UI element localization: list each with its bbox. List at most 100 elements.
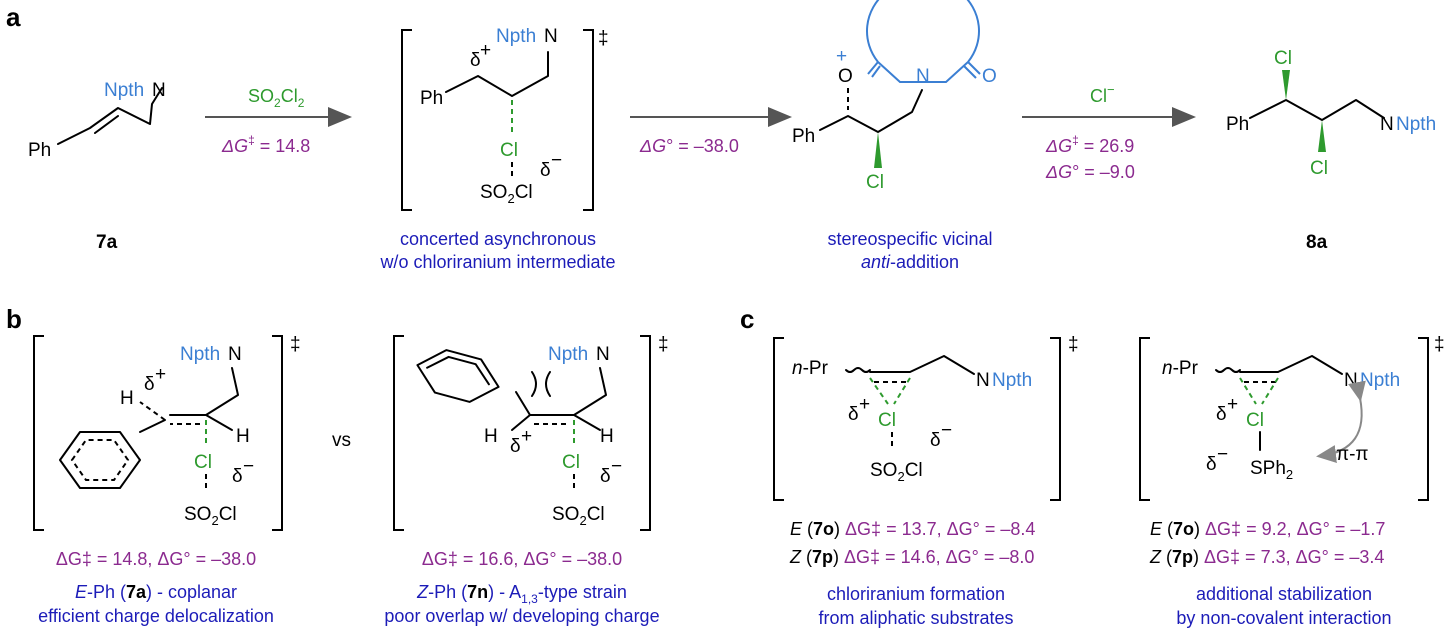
- arrow2-energy: ΔG° = –38.0: [639, 136, 739, 156]
- dagger-symbol: ‡: [290, 334, 301, 355]
- dagger-symbol: ‡: [658, 334, 669, 355]
- plus-label: +: [155, 364, 166, 385]
- reagent-chloride: Cl−: [1090, 82, 1115, 106]
- n-label: N: [152, 80, 166, 101]
- ph-label: Ph: [420, 88, 443, 109]
- int-caption-line1: stereospecific vicinal: [827, 229, 992, 249]
- dagger-symbol: ‡: [1068, 334, 1079, 355]
- n-label: N: [596, 344, 610, 365]
- n-label: N: [976, 370, 990, 391]
- delta-label: δ: [1206, 454, 1217, 475]
- plus-label: +: [1227, 394, 1238, 415]
- panel-label-c: c: [740, 304, 754, 334]
- right-c-z: Z (7p) ΔG‡ = 7.3, ΔG° = –3.4: [1149, 547, 1384, 567]
- left-c-caption-2: from aliphatic substrates: [818, 608, 1013, 628]
- plus-label: +: [521, 426, 532, 447]
- compound-7a-label: 7a: [96, 232, 118, 253]
- vs-label: vs: [332, 430, 351, 451]
- compound-8a-label: 8a: [1306, 232, 1328, 253]
- n-label: N: [1380, 114, 1394, 135]
- reagent-so2cl2: SO2Cl2: [248, 86, 305, 110]
- minus-label: −: [551, 150, 562, 171]
- delta-label: δ: [510, 436, 521, 457]
- npth-label: Npth: [496, 26, 536, 47]
- n-label: N: [544, 26, 558, 47]
- npth-label: Npth: [180, 344, 220, 365]
- int-caption-line2: anti-addition: [861, 252, 959, 272]
- right-b-caption-1: Z-Ph (7n) - A1,3-type strain: [416, 582, 627, 606]
- left-b-caption-2: efficient charge delocalization: [38, 606, 274, 626]
- h-label: H: [120, 388, 134, 409]
- cl-label-top: Cl: [1274, 48, 1292, 69]
- ph-label: Ph: [792, 126, 815, 147]
- transition-state-a: ‡ Ph δ + Npth N Cl SO2Cl δ −: [401, 26, 609, 211]
- right-c-e: E (7o) ΔG‡ = 9.2, ΔG° = –1.7: [1150, 519, 1385, 539]
- left-b-energy: ΔG‡ = 14.8, ΔG° = –38.0: [56, 549, 256, 569]
- panel-label-a: a: [6, 2, 21, 32]
- delta-label: δ: [470, 50, 481, 71]
- delta-label: δ: [848, 404, 859, 425]
- delta-label: δ: [540, 160, 551, 181]
- oxonium-o: O: [838, 66, 853, 87]
- ph-label: Ph: [1226, 114, 1249, 135]
- delta-label: δ: [930, 430, 941, 451]
- sph2-label: SPh2: [1250, 458, 1293, 482]
- n-label: N: [916, 66, 930, 87]
- npth-label: Npth: [992, 370, 1032, 391]
- n-label: N: [228, 344, 242, 365]
- left-c-z: Z (7p) ΔG‡ = 14.6, ΔG° = –8.0: [789, 547, 1034, 567]
- cl-label: Cl: [1246, 410, 1264, 431]
- npth-label: Npth: [104, 80, 144, 101]
- oxonium-intermediate: O + N O Ph Cl: [792, 0, 997, 193]
- arrow3-energy2: ΔG° = –9.0: [1045, 162, 1135, 182]
- dagger-symbol: ‡: [1434, 334, 1445, 355]
- minus-label: −: [611, 456, 622, 477]
- so2cl-label: SO2Cl: [870, 460, 923, 484]
- dagger-symbol: ‡: [598, 28, 609, 49]
- ts-e-ph: ‡ Npth N H δ + H Cl SO2Cl δ −: [33, 334, 301, 531]
- so2cl-label: SO2Cl: [184, 504, 237, 528]
- npr-label: n-Pr: [1162, 358, 1199, 379]
- ts-z-ph: ‡ Npth N H δ + H Cl SO2Cl δ −: [393, 334, 669, 531]
- minus-label: −: [941, 420, 952, 441]
- delta-label: δ: [144, 374, 155, 395]
- cl-label: Cl: [878, 410, 896, 431]
- cl-label: Cl: [562, 452, 580, 473]
- n-label: N: [1344, 370, 1358, 391]
- ts-caption-line2: w/o chloriranium intermediate: [379, 252, 615, 272]
- npr-label: n-Pr: [792, 358, 829, 379]
- delta-label: δ: [232, 466, 243, 487]
- so2cl-label: SO2Cl: [480, 182, 533, 206]
- ts-caption-line1: concerted asynchronous: [400, 229, 596, 249]
- plus-label: +: [480, 40, 491, 61]
- ts-chloriranium-so2cl: ‡ n-Pr N Npth δ + Cl SO2Cl δ −: [773, 334, 1079, 501]
- delta-label: δ: [600, 466, 611, 487]
- compound-8a-structure: Ph Cl Cl N Npth: [1226, 48, 1436, 179]
- cl-label: Cl: [866, 172, 884, 193]
- h-label: H: [600, 426, 614, 447]
- pi-pi-interaction-arrow: [1316, 380, 1366, 464]
- left-b-caption-1: E-Ph (7a) - coplanar: [75, 582, 237, 602]
- ph-label: Ph: [28, 140, 51, 161]
- npth-label: Npth: [1360, 370, 1400, 391]
- npth-label: Npth: [548, 344, 588, 365]
- left-c-e: E (7o) ΔG‡ = 13.7, ΔG° = –8.4: [790, 519, 1035, 539]
- cl-label: Cl: [500, 140, 518, 161]
- arrow1-energy: ΔG‡ = 14.8: [221, 133, 310, 156]
- compound-7a-structure: Ph Npth N: [28, 80, 166, 161]
- h-label: H: [236, 426, 250, 447]
- right-c-caption-1: additional stabilization: [1196, 584, 1372, 604]
- carbonyl-o: O: [982, 66, 997, 87]
- minus-label: −: [1217, 444, 1228, 465]
- panel-label-b: b: [6, 304, 22, 334]
- plus-label: +: [859, 394, 870, 415]
- delta-label: δ: [1216, 404, 1227, 425]
- right-c-caption-2: by non-covalent interaction: [1176, 608, 1391, 628]
- pi-pi-label: π-π: [1336, 444, 1369, 465]
- npth-label: Npth: [1396, 114, 1436, 135]
- right-b-energy: ΔG‡ = 16.6, ΔG° = –38.0: [422, 549, 622, 569]
- arrow3-energy1: ΔG‡ = 26.9: [1045, 133, 1134, 156]
- h-label: H: [484, 426, 498, 447]
- ts-chloriranium-sph2: ‡ n-Pr N Npth δ + Cl SPh2 δ − π-π: [1139, 334, 1445, 501]
